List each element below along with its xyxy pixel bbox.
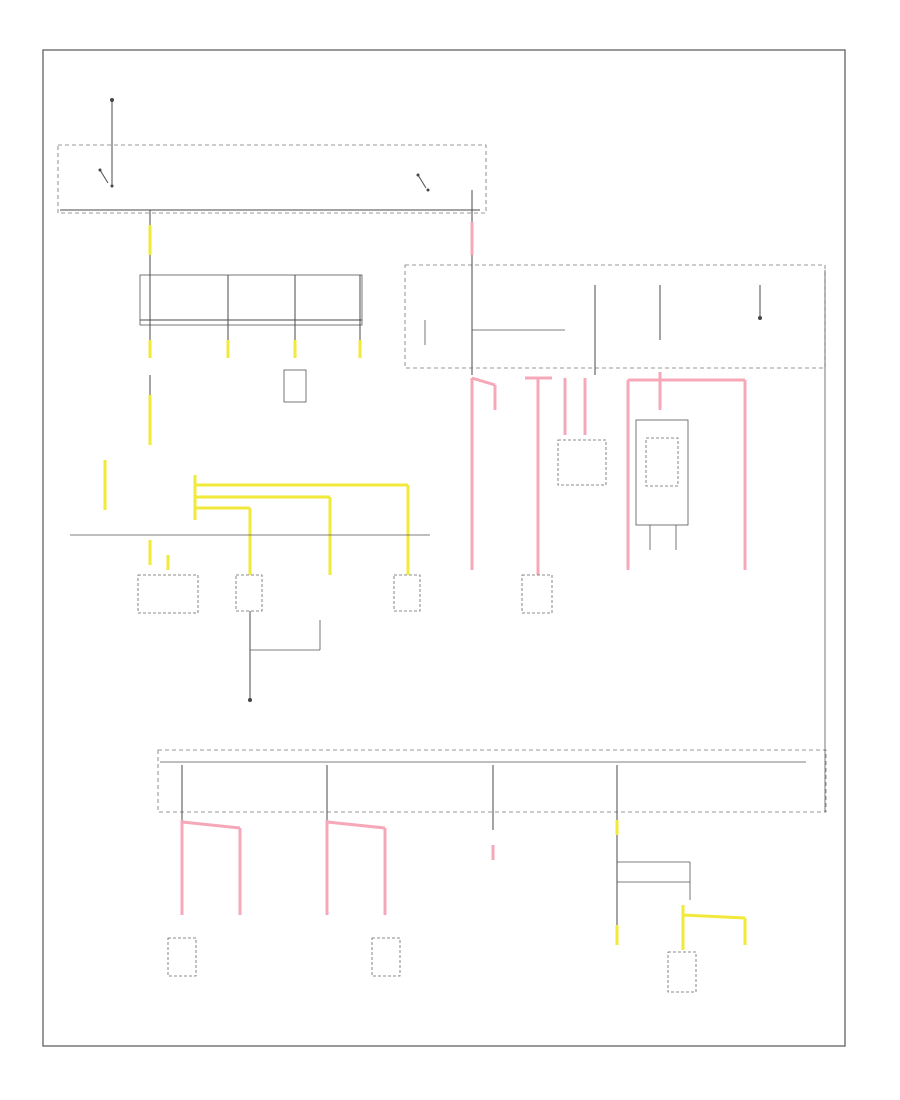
module-inner <box>645 437 679 487</box>
left-fuse-row <box>140 275 362 340</box>
lower-junction-internals <box>160 761 806 830</box>
right-junction-internals <box>424 270 826 812</box>
relay-component <box>283 369 307 403</box>
diagram-frame <box>42 49 846 1047</box>
module-leads <box>649 525 677 550</box>
left-fuse-panel <box>139 274 363 326</box>
component-a <box>137 574 199 614</box>
right-pink-outputs <box>470 372 747 575</box>
lower-junction-box <box>157 749 827 813</box>
component-d <box>521 574 553 614</box>
component-f <box>371 937 401 977</box>
lower-pink-runs <box>180 820 495 915</box>
right-junction-box <box>404 264 826 369</box>
component-g <box>667 951 697 993</box>
ignition-switch-right <box>416 173 430 192</box>
module-outer <box>635 419 689 526</box>
component-e <box>167 937 197 977</box>
yellow-bus <box>70 460 430 575</box>
left-fuse-outputs <box>148 340 362 358</box>
ignition-switch-left <box>60 150 480 211</box>
control-module <box>557 439 607 486</box>
lower-yellow-runs <box>615 820 747 950</box>
component-c <box>393 574 421 612</box>
right-pink-feed <box>470 190 565 375</box>
ground-path <box>248 611 321 702</box>
lower-left-feeds <box>148 540 170 570</box>
top-fuse-block <box>57 144 487 214</box>
component-b <box>235 574 263 612</box>
battery-feed <box>110 98 114 150</box>
